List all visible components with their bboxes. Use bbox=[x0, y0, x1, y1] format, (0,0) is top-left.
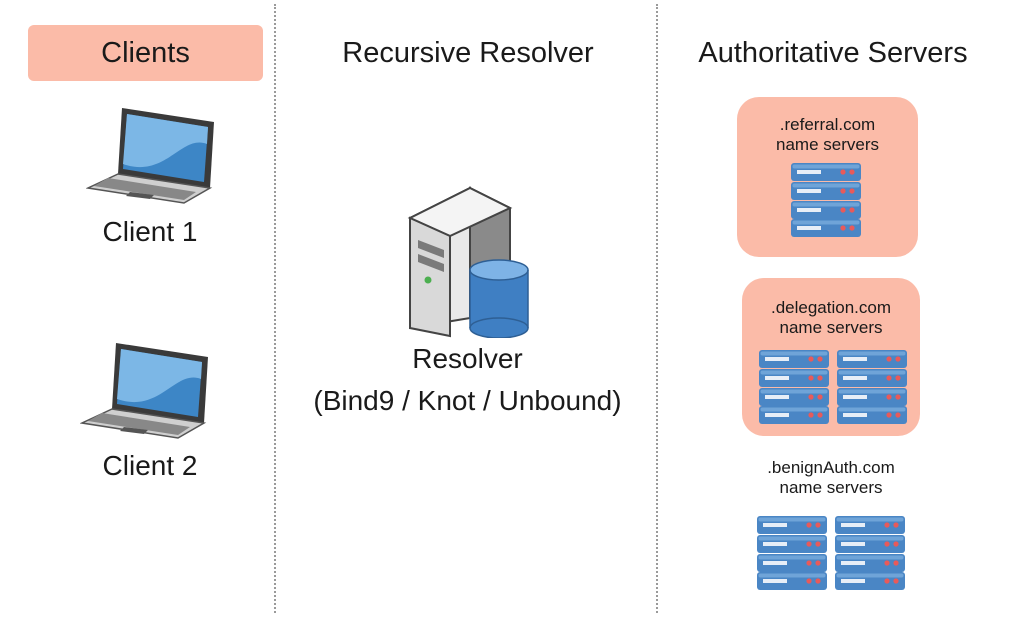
server-rack-icon bbox=[757, 516, 827, 590]
ns-label: .delegation.com name servers bbox=[742, 298, 920, 338]
laptop-icon bbox=[86, 108, 214, 204]
server-rack-icon bbox=[791, 163, 861, 237]
server-rack-icon bbox=[835, 516, 905, 590]
heading-clients: Clients bbox=[28, 25, 263, 81]
delegation-name-servers: .delegation.com name servers bbox=[742, 278, 920, 436]
ns-caption: name servers bbox=[779, 478, 883, 497]
laptop-icon bbox=[80, 343, 208, 439]
column-divider-left bbox=[274, 4, 276, 613]
referral-name-servers: .referral.com name servers bbox=[737, 97, 918, 257]
ns-caption: name servers bbox=[776, 135, 879, 154]
column-divider-right bbox=[656, 4, 658, 613]
server-rack-icon bbox=[759, 350, 829, 424]
ns-caption: name servers bbox=[779, 318, 883, 337]
resolver-name: Resolver bbox=[412, 343, 523, 374]
server-database-icon bbox=[407, 186, 529, 338]
ns-domain: .benignAuth.com bbox=[767, 458, 895, 477]
benign-auth-name-servers: .benignAuth.com name servers bbox=[742, 452, 920, 598]
ns-label: .referral.com name servers bbox=[737, 115, 918, 155]
heading-recursive-resolver: Recursive Resolver bbox=[342, 37, 594, 69]
server-rack-icon bbox=[837, 350, 907, 424]
client-2-label: Client 2 bbox=[102, 450, 198, 481]
ns-domain: .delegation.com bbox=[770, 298, 892, 317]
heading-authoritative-servers: Authoritative Servers bbox=[698, 37, 968, 69]
ns-label: .benignAuth.com name servers bbox=[742, 458, 920, 498]
client-1-label: Client 1 bbox=[102, 216, 198, 247]
resolver-implementations: (Bind9 / Knot / Unbound) bbox=[313, 385, 622, 416]
ns-domain: .referral.com bbox=[779, 115, 876, 134]
